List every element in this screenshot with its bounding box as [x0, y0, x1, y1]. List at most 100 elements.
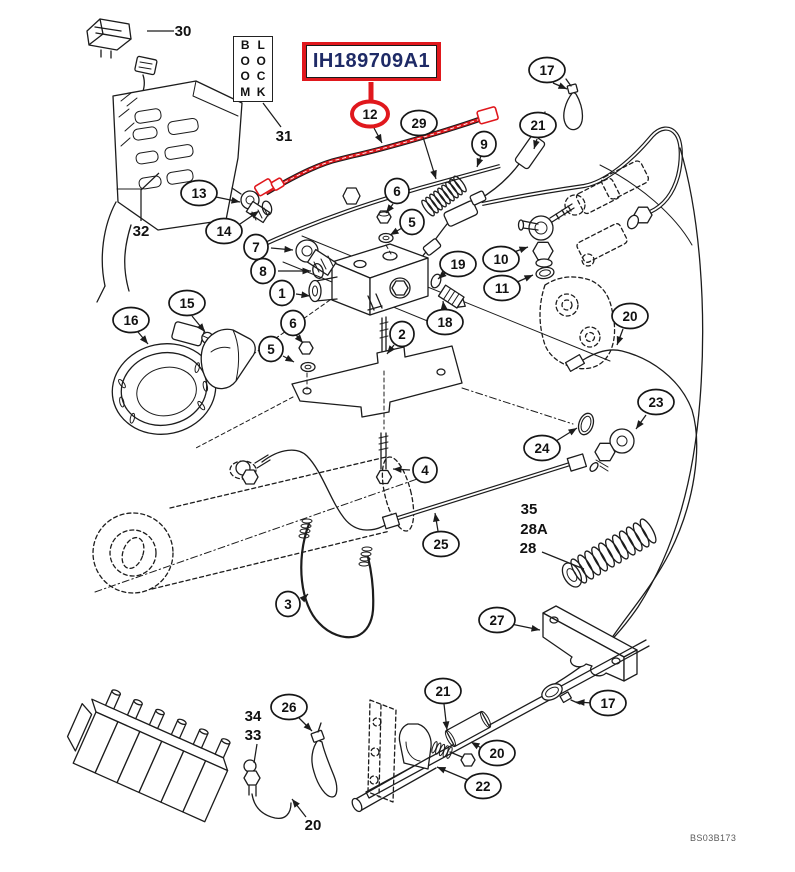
rod-assembly-art: [351, 639, 650, 813]
callout-14: 14: [205, 210, 260, 245]
svg-text:23: 23: [648, 395, 664, 410]
callout-20-mid: 20: [470, 739, 516, 767]
svg-text:24: 24: [534, 441, 550, 456]
svg-text:6: 6: [289, 316, 297, 331]
callout-17-top: 17: [528, 56, 568, 90]
svg-text:21: 21: [530, 118, 546, 133]
svg-text:9: 9: [480, 137, 488, 152]
mount-plate-art: [291, 341, 463, 485]
callout-13: 13: [180, 179, 241, 207]
svg-text:30: 30: [175, 23, 192, 40]
svg-text:16: 16: [123, 313, 139, 328]
coupler-art: [564, 160, 649, 267]
callout-26: 26: [270, 693, 313, 732]
long-hose-art: [547, 147, 704, 689]
part-number-text: IH189709A1: [306, 45, 437, 78]
cylinder-art: [92, 449, 588, 594]
callout-1: 1: [269, 279, 311, 307]
callout-27: 27: [478, 606, 541, 634]
callout-19: 19: [437, 250, 477, 280]
svg-text:8: 8: [259, 264, 267, 279]
svg-text:2: 2: [398, 327, 406, 342]
svg-text:34: 34: [245, 708, 262, 725]
svg-text:13: 13: [191, 186, 207, 201]
svg-text:17: 17: [600, 696, 615, 711]
callout-9: 9: [471, 130, 497, 168]
boomlock-cylinder-art: [539, 276, 698, 646]
callout-29: 29: [400, 109, 438, 180]
spring-art: [561, 518, 657, 588]
svg-text:5: 5: [267, 342, 275, 357]
callout-4: 4: [392, 456, 438, 484]
svg-text:33: 33: [245, 727, 262, 744]
callout-20-upper: 20: [611, 302, 649, 346]
callout-28: 28: [520, 540, 585, 570]
callout-12[interactable]: 12: [350, 99, 390, 144]
valve-bank-art: [66, 689, 338, 823]
hose-loop-art: [481, 126, 683, 230]
svg-text:27: 27: [489, 613, 504, 628]
svg-text:5: 5: [408, 215, 416, 230]
callout-2: 2: [386, 320, 415, 355]
svg-text:20: 20: [622, 309, 637, 324]
svg-text:22: 22: [475, 779, 490, 794]
callout-21-lower: 21: [424, 677, 462, 731]
tee-fitting-art: [517, 203, 575, 280]
callout-7: 7: [243, 233, 294, 261]
svg-text:20: 20: [305, 817, 322, 834]
svg-text:18: 18: [437, 315, 453, 330]
callout-35: 35: [521, 501, 538, 518]
callout-33: 33: [245, 727, 262, 764]
svg-text:3: 3: [284, 597, 292, 612]
drawing-code: BS03B173: [690, 833, 737, 843]
callout-30: 30: [147, 23, 191, 40]
svg-text:17: 17: [539, 63, 554, 78]
callout-18: 18: [426, 300, 464, 336]
svg-text:25: 25: [433, 537, 449, 552]
svg-text:26: 26: [281, 700, 297, 715]
callout-32: 32: [133, 172, 160, 240]
svg-text:32: 32: [133, 223, 150, 240]
hose-clamp-art: [111, 321, 217, 435]
callout-25: 25: [422, 512, 460, 558]
svg-text:15: 15: [179, 296, 195, 311]
callout-11: 11: [483, 274, 534, 302]
svg-text:11: 11: [495, 281, 510, 296]
svg-text:21: 21: [435, 684, 451, 699]
callout-24: 24: [523, 427, 578, 462]
callout-21-top: 21: [519, 111, 557, 150]
callout-6-lower: 6: [280, 309, 306, 344]
callout-20-bottom: 20: [291, 798, 322, 834]
highlighted-tube-art[interactable]: [253, 82, 499, 197]
callout-6-upper: 6: [384, 177, 410, 214]
clamp-saddle-art: [200, 328, 256, 390]
svg-text:31: 31: [276, 128, 293, 145]
callout-15: 15: [168, 289, 206, 333]
svg-text:14: 14: [216, 224, 232, 239]
callout-5-lower: 5: [258, 335, 295, 363]
manifold-art: [231, 187, 466, 368]
cable-tie-top-art: [563, 78, 584, 131]
callout-23: 23: [635, 388, 675, 430]
svg-text:1: 1: [278, 286, 286, 301]
part-number-label[interactable]: IH189709A1: [302, 42, 441, 81]
callout-5-upper: 5: [389, 208, 425, 236]
svg-text:28: 28: [520, 540, 537, 557]
svg-text:7: 7: [252, 240, 260, 255]
callout-22: 22: [436, 766, 502, 800]
tube9-art: [251, 163, 501, 252]
svg-text:29: 29: [411, 116, 426, 131]
callout-17-lower: 17: [575, 689, 627, 717]
svg-text:19: 19: [450, 257, 465, 272]
callout-16: 16: [112, 306, 150, 345]
svg-text:28A: 28A: [520, 521, 548, 538]
svg-text:4: 4: [421, 463, 429, 478]
callout-31: 31: [262, 102, 293, 145]
callout-10: 10: [482, 245, 529, 273]
callout-3: 3: [275, 590, 309, 618]
